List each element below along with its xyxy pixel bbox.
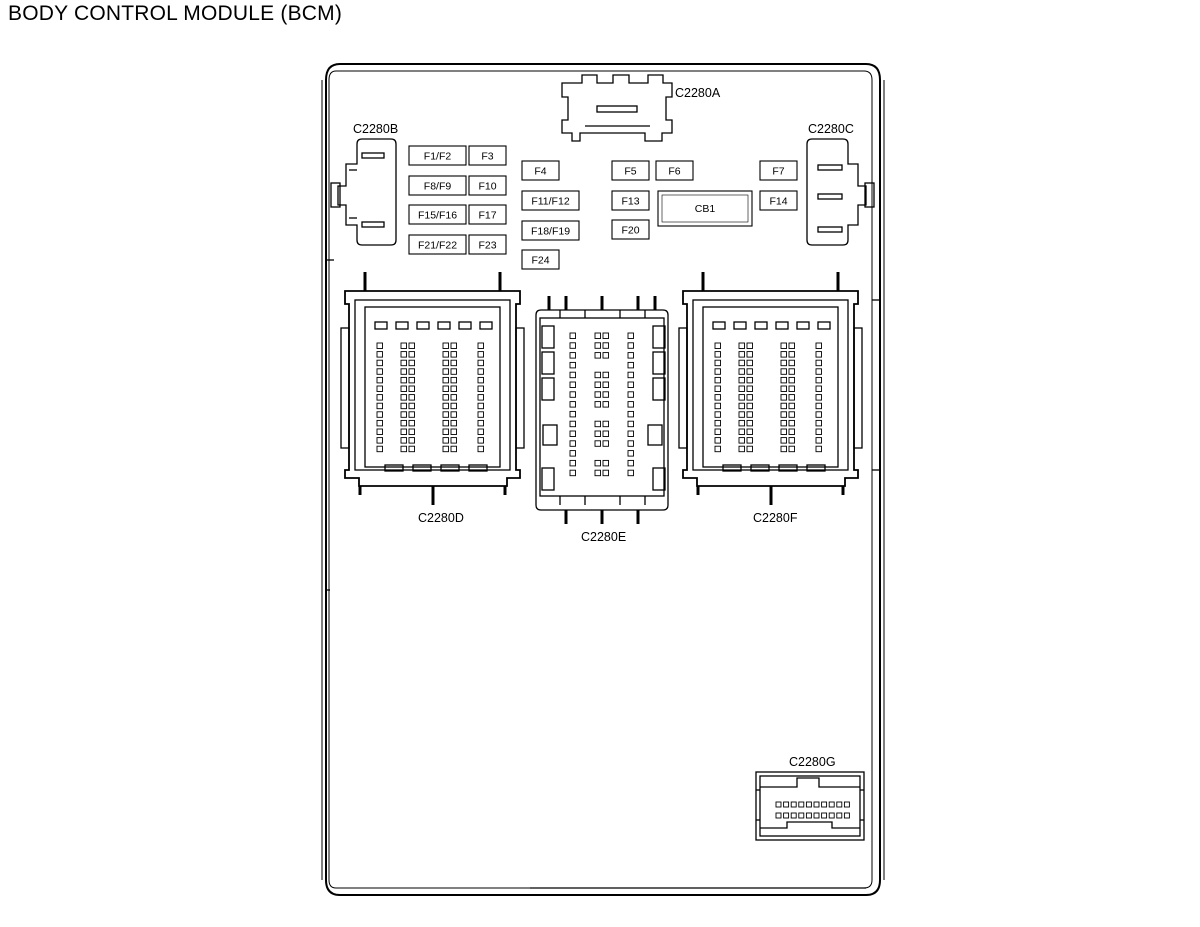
- fuse-label: F14: [769, 196, 787, 208]
- fuse-f23: [468, 234, 507, 255]
- connector-c2280b: [330, 138, 397, 246]
- fuse-label: F1/F2: [424, 151, 452, 163]
- fuse-label: F4: [534, 166, 546, 178]
- fuse-label: F13: [621, 196, 639, 208]
- fuse-f8-f9: [408, 175, 467, 196]
- fuse-label: F7: [772, 166, 784, 178]
- c2280g-label: C2280G: [789, 755, 836, 769]
- fuse-f5: [611, 160, 650, 181]
- connector-c2280c: [806, 138, 875, 246]
- fuse-f10: [468, 175, 507, 196]
- fuse-label: F15/F16: [418, 210, 457, 222]
- c2280c-label: C2280C: [808, 122, 854, 136]
- fuse-f13: [611, 190, 650, 211]
- c2280a-label: C2280A: [675, 86, 721, 100]
- module-housing: [321, 63, 885, 896]
- fuse-label: F10: [478, 181, 496, 193]
- fuse-label: F24: [531, 255, 549, 267]
- c2280e-label: C2280E: [581, 530, 626, 544]
- fuse-f20: [611, 219, 650, 240]
- fuse-label: F8/F9: [424, 181, 452, 193]
- fuse-label: F3: [481, 151, 493, 163]
- connector-c2280d: [340, 272, 525, 505]
- fuse-f14: [759, 190, 798, 211]
- fuse-label: F23: [478, 240, 496, 252]
- connector-c2280a: [561, 74, 673, 142]
- fuse-label: F21/F22: [418, 240, 457, 252]
- fuse-f11-f12: [521, 190, 580, 211]
- fuse-f21-f22: [408, 234, 467, 255]
- page-title: BODY CONTROL MODULE (BCM): [8, 2, 343, 25]
- fuse-f18-f19: [521, 220, 580, 241]
- fuse-f3: [468, 145, 507, 166]
- fuse-f24: [521, 249, 560, 270]
- fuse-f7: [759, 160, 798, 181]
- fuse-label: F11/F12: [531, 196, 569, 208]
- c2280f-label: C2280F: [753, 511, 798, 525]
- fuse-label: F6: [668, 166, 680, 178]
- fuse-label: F17: [478, 210, 496, 222]
- fuse-label: F5: [624, 166, 636, 178]
- fuse-label: F18/F19: [531, 226, 570, 238]
- fuse-f4: [521, 160, 560, 181]
- fuse-f6: [655, 160, 694, 181]
- fuse-cb1: [657, 190, 753, 227]
- fuse-f15-f16: [408, 204, 467, 225]
- fuse-panel: [408, 145, 798, 270]
- fuse-f1-f2: [408, 145, 467, 166]
- connector-c2280f: [678, 272, 863, 505]
- connector-c2280e: [535, 296, 669, 524]
- fuse-label: CB1: [695, 203, 716, 215]
- c2280b-label: C2280B: [353, 122, 398, 136]
- connector-c2280g: [755, 771, 865, 841]
- fuse-label: F20: [621, 225, 639, 237]
- fuse-f17: [468, 204, 507, 225]
- c2280d-label: C2280D: [418, 511, 464, 525]
